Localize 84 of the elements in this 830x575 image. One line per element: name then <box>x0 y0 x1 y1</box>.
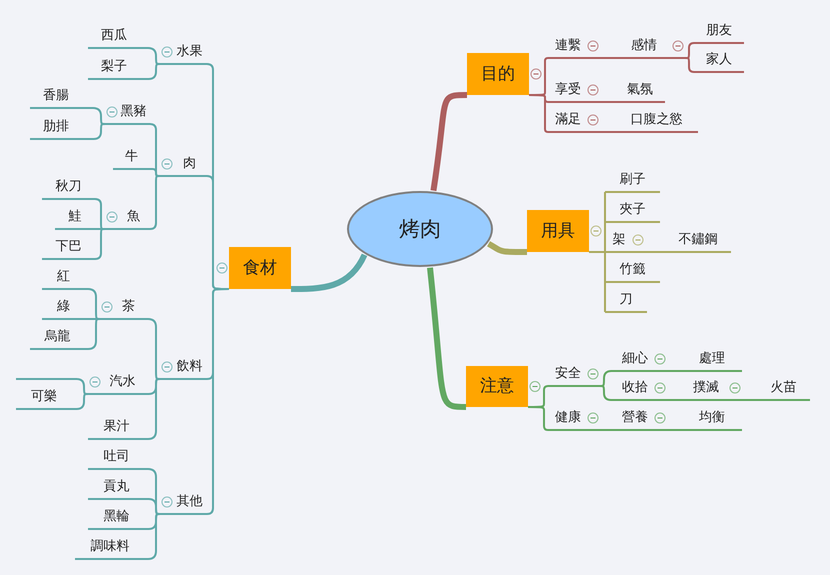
underlined-topic: 朋友 <box>694 20 744 44</box>
branch-connector <box>82 107 106 125</box>
branch-connector <box>600 370 615 387</box>
branch-connector <box>667 370 682 372</box>
branch-connector <box>600 429 615 431</box>
underlined-topic: 收拾 <box>615 377 667 401</box>
underlined-topic: 處理 <box>682 348 742 372</box>
underlined-topic: 紅 <box>42 266 85 290</box>
underlined-topic: 享受 <box>548 79 600 103</box>
central-topic-ellipse: 烤肉 <box>347 191 493 267</box>
underlined-topic: 下巴 <box>42 236 95 260</box>
underlined-topic: 均衡 <box>682 407 742 431</box>
underlined-topic: 梨子 <box>88 56 140 80</box>
branch-connector <box>600 101 615 103</box>
underlined-topic: 不鏽鋼 <box>665 229 731 253</box>
underlined-topic: 烏龍 <box>30 326 85 350</box>
underlined-topic: 魚 <box>105 206 150 230</box>
branch-connector <box>667 429 682 431</box>
branch-connector <box>645 251 665 253</box>
underlined-topic: 可樂 <box>16 386 72 410</box>
underlined-topic: 鮭 <box>55 206 95 230</box>
branch-connector <box>82 123 106 140</box>
branch-connector <box>150 168 160 177</box>
branch-connector <box>85 288 100 320</box>
branch-connector <box>72 393 88 410</box>
branch-connector <box>487 241 527 255</box>
branch-connector <box>145 318 160 380</box>
underlined-topic: 其他 <box>160 491 207 515</box>
underlined-topic: 果汁 <box>88 416 145 440</box>
branch-connector <box>742 399 757 401</box>
branch-connector <box>85 318 100 320</box>
branch-connector <box>600 131 615 133</box>
underlined-topic: 肉 <box>160 153 207 177</box>
underlined-topic: 家人 <box>694 49 744 73</box>
main-topic-box: 用具 <box>527 210 589 252</box>
underlined-topic: 香腸 <box>30 85 82 109</box>
main-topic-box: 目的 <box>467 53 529 95</box>
branch-connector <box>667 399 682 401</box>
branch-connector <box>290 253 368 292</box>
main-topic-box: 注意 <box>466 366 528 407</box>
underlined-topic: 連繫 <box>548 35 600 59</box>
underlined-topic: 撲滅 <box>682 377 742 401</box>
underlined-topic: 牛 <box>113 146 150 170</box>
underlined-topic: 飲料 <box>160 356 207 380</box>
underlined-topic: 口腹之慾 <box>615 109 698 133</box>
main-topic-box: 食材 <box>229 247 291 289</box>
underlined-topic: 感情 <box>615 35 685 59</box>
branch-connector <box>529 94 549 133</box>
underlined-topic: 刀 <box>605 289 647 313</box>
branch-connector <box>95 228 105 230</box>
underlined-topic: 吐司 <box>88 446 145 470</box>
underlined-topic: 營養 <box>615 407 667 431</box>
underlined-topic: 滿足 <box>548 109 600 133</box>
branch-connector <box>206 288 229 515</box>
branch-connector <box>528 406 549 431</box>
underlined-topic: 細心 <box>615 348 667 372</box>
branch-connector <box>145 513 160 560</box>
underlined-topic: 氣氛 <box>615 79 665 103</box>
underlined-topic: 黑豬 <box>105 101 150 125</box>
underlined-topic: 茶 <box>100 296 145 320</box>
branch-connector <box>145 378 160 440</box>
underlined-topic: 調味料 <box>75 536 145 560</box>
underlined-topic: 汽水 <box>88 371 145 395</box>
underlined-topic: 黑輪 <box>88 506 145 530</box>
underlined-topic: 竹籤 <box>605 259 660 283</box>
branch-connector <box>684 42 695 59</box>
underlined-topic: 夾子 <box>605 199 660 223</box>
underlined-topic: 架 <box>605 229 645 253</box>
underlined-topic: 火苗 <box>757 377 810 401</box>
branch-connector <box>600 385 615 401</box>
underlined-topic: 肋排 <box>30 116 82 140</box>
branch-connector <box>85 318 100 350</box>
underlined-topic: 秋刀 <box>42 176 95 200</box>
underlined-topic: 水果 <box>160 41 207 65</box>
underlined-topic: 西瓜 <box>88 25 140 49</box>
branch-connector <box>145 498 160 515</box>
branch-connector <box>72 378 88 395</box>
underlined-topic: 綠 <box>42 296 85 320</box>
underlined-topic: 安全 <box>548 363 600 387</box>
branch-connector <box>684 57 695 73</box>
underlined-topic: 貢丸 <box>88 476 145 500</box>
underlined-topic: 健康 <box>548 407 600 431</box>
underlined-topic: 刷子 <box>605 169 660 193</box>
branch-connector <box>600 57 615 59</box>
